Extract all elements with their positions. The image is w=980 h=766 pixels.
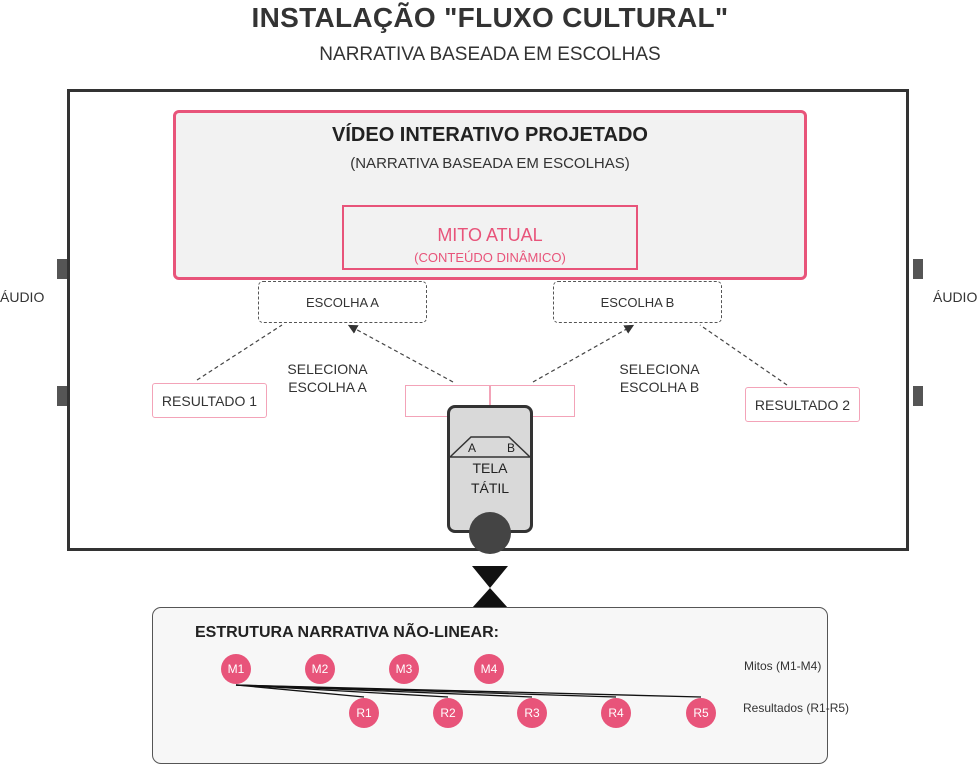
myth-node: M3	[389, 654, 419, 684]
current-myth-title: MITO ATUAL	[437, 225, 543, 245]
touch-button-icon	[469, 512, 511, 554]
touch-screen-details: A B	[449, 436, 531, 554]
myth-node-circle	[221, 654, 251, 684]
choice-a-box: ESCOLHA A	[258, 281, 427, 323]
touch-side-a: A	[468, 441, 476, 455]
speaker-icon	[913, 386, 923, 406]
current-myth-box	[342, 205, 638, 270]
touch-screen-device	[447, 405, 533, 533]
result-node-circle	[433, 698, 463, 728]
legend-myths: Mitos (M1-M4)	[744, 659, 822, 673]
legend-results: Resultados (R1-R5)	[743, 701, 850, 715]
myth-node-circle	[389, 654, 419, 684]
myth-node-label: M4	[481, 662, 498, 676]
video-title: VÍDEO INTERATIVO PROJETADO	[332, 124, 648, 146]
result-node: R2	[433, 698, 463, 728]
result-node-label: R2	[440, 706, 456, 720]
choice-b-label: ESCOLHA B	[600, 294, 675, 310]
touch-screen-label: TELA TÁTIL	[447, 458, 533, 498]
result-node-label: R1	[356, 706, 372, 720]
myth-node-label: M2	[312, 662, 329, 676]
page-title: INSTALAÇÃO "FLUXO CULTURAL"	[251, 2, 729, 33]
speaker-icon	[57, 386, 67, 406]
choice-b-box: ESCOLHA B	[553, 281, 722, 323]
result-node-label: R5	[693, 706, 709, 720]
choice-a-label: ESCOLHA A	[306, 294, 379, 310]
result-node-circle	[686, 698, 716, 728]
result-node-label: R3	[524, 706, 540, 720]
result-node: R4	[601, 698, 631, 728]
myth-node-circle	[474, 654, 504, 684]
select-a-label: SELECIONA ESCOLHA A	[270, 360, 385, 396]
result-node-circle	[349, 698, 379, 728]
result-node-circle	[517, 698, 547, 728]
connector-icon	[472, 566, 508, 608]
speaker-icon	[913, 259, 923, 279]
result-2-box: RESULTADO 2	[745, 387, 860, 422]
audio-label-left: ÁUDIO	[0, 289, 45, 305]
touch-screen-label-line: TÁTIL	[470, 480, 510, 496]
select-b-label: SELECIONA ESCOLHA B	[602, 360, 717, 396]
select-label-line: ESCOLHA B	[619, 379, 700, 395]
myth-node: M2	[305, 654, 335, 684]
result-node-circle	[601, 698, 631, 728]
video-subtitle: (NARRATIVA BASEADA EM ESCOLHAS)	[350, 155, 630, 172]
select-label-line: ESCOLHA A	[288, 379, 367, 395]
result-1-label: RESULTADO 1	[161, 392, 258, 409]
myth-node-circle	[305, 654, 335, 684]
select-label-line: SELECIONA	[287, 361, 368, 377]
result-1-box: RESULTADO 1	[152, 383, 267, 418]
result-node: R3	[517, 698, 547, 728]
structure-link	[235, 684, 702, 698]
touch-side-b: B	[507, 441, 515, 455]
myth-node-label: M1	[228, 662, 245, 676]
audio-label-right: ÁUDIO	[933, 289, 978, 305]
myth-node: M1	[221, 654, 251, 684]
result-2-label: RESULTADO 2	[754, 396, 851, 413]
structure-link	[235, 684, 365, 698]
structure-title: ESTRUTURA NARRATIVA NÃO-LINEAR:	[195, 624, 499, 641]
video-projection-box	[173, 110, 807, 280]
result-node: R1	[349, 698, 379, 728]
myth-node: M4	[474, 654, 504, 684]
speaker-icon	[57, 259, 67, 279]
myth-node-label: M3	[396, 662, 413, 676]
result-node: R5	[686, 698, 716, 728]
select-label-line: SELECIONA	[619, 361, 700, 377]
current-myth-subtitle: (CONTEÚDO DINÂMICO)	[414, 250, 566, 265]
result-node-label: R4	[608, 706, 624, 720]
page-subtitle: NARRATIVA BASEADA EM ESCOLHAS	[319, 44, 661, 65]
touch-screen-label-line: TELA	[472, 460, 508, 476]
